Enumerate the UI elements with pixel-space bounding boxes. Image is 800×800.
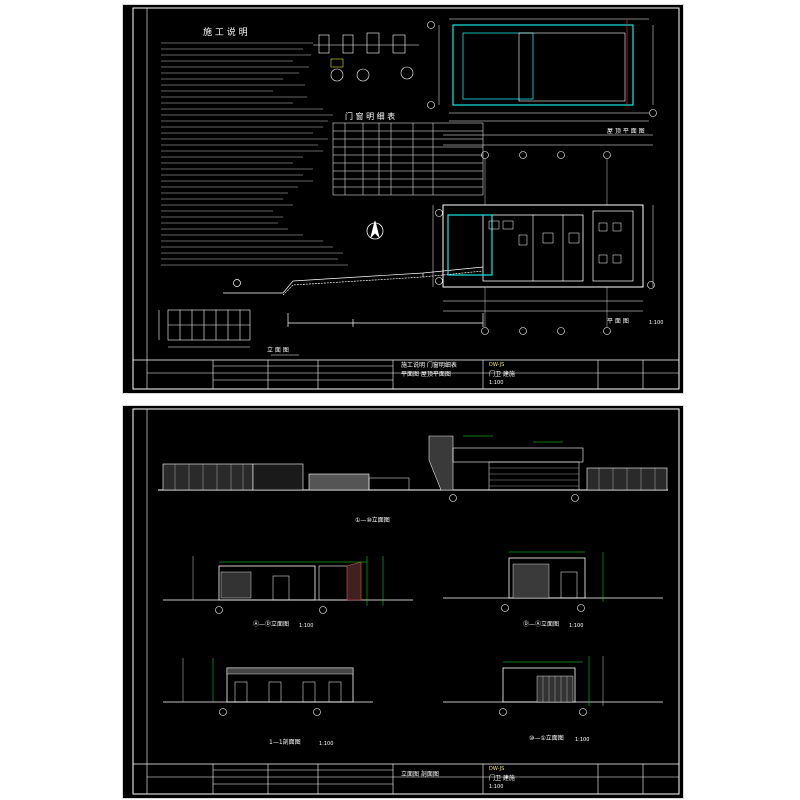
section-scale: 1:100 <box>319 741 334 747</box>
elevation-main-label: ①—⑩立面图 <box>355 517 390 524</box>
roof-plan-label: 屋 顶 平 面 图 <box>607 128 645 135</box>
titleblock-drawing-title: 施工说明 门窗明细表 <box>401 362 457 369</box>
elevation-b-scale: 1:100 <box>569 623 584 629</box>
titleblock2-scale: 1:100 <box>489 784 504 790</box>
titleblock2-drawing-title: 立面图 剖面图 <box>401 771 439 778</box>
plan-scale: 1:100 <box>649 320 664 326</box>
elevation-small-label: 立 面 图 <box>267 347 289 354</box>
drawing-sheet-1: 施 工 说 明 门 窗 明 细 表 屋 顶 平 面 图 平 面 图 1:100 … <box>122 4 684 394</box>
plan-label: 平 面 图 <box>607 318 629 325</box>
titleblock-drawing-name: 门卫 建施 <box>489 371 515 378</box>
sheet1-linework <box>132 7 680 390</box>
notes-title: 施 工 说 明 <box>203 28 248 38</box>
elevation-c-label: ⑩—①立面图 <box>529 735 564 742</box>
drawing-sheet-2: ①—⑩立面图 Ⓐ—Ⓓ立面图 1:100 Ⓓ—Ⓐ立面图 1:100 1—1剖面图 … <box>122 405 684 799</box>
titleblock-scale: 1:100 <box>489 380 504 386</box>
elevation-a-label: Ⓐ—Ⓓ立面图 <box>253 621 290 628</box>
titleblock-drawing-subtitle: 平面图 屋顶平面图 <box>401 371 451 378</box>
elevation-c-scale: 1:100 <box>575 737 590 743</box>
titleblock2-drawing-name: 门卫 建施 <box>489 775 515 782</box>
elevation-a-scale: 1:100 <box>299 623 314 629</box>
sheet2-linework <box>132 408 680 795</box>
section-label: 1—1剖面图 <box>269 739 301 746</box>
door-table-title: 门 窗 明 细 表 <box>345 112 396 121</box>
titleblock2-drawing-no: DW-JS <box>489 766 505 772</box>
elevation-b-label: Ⓓ—Ⓐ立面图 <box>523 621 560 628</box>
titleblock-drawing-no: DW-JS <box>489 362 505 368</box>
